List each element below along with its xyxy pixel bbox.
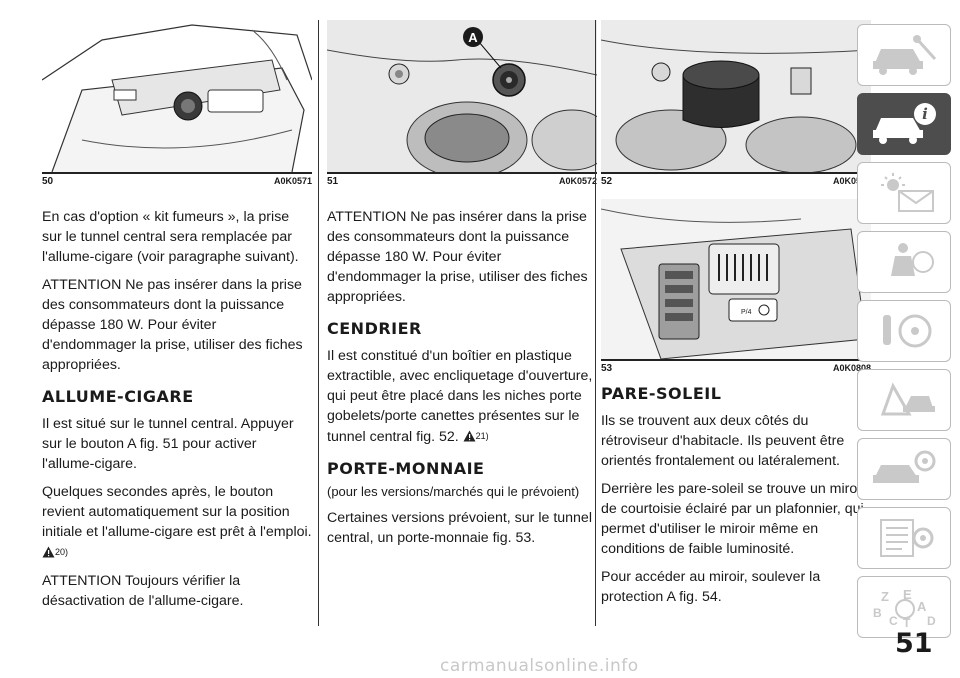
figure-caption: 52 A0K0573: [601, 174, 871, 187]
warning-lights-icon: [881, 173, 934, 212]
chapter-tab-safety[interactable]: [857, 231, 951, 293]
svg-text:A: A: [917, 599, 927, 614]
figure-caption: 50 A0K0571: [42, 174, 312, 187]
emergency-icon: [880, 382, 935, 416]
paragraph: En cas d'option « kit fumeurs », la pris…: [42, 209, 299, 265]
chapter-tab-car-tools[interactable]: [857, 24, 951, 86]
section-heading: ALLUME-CIGARE: [42, 387, 194, 406]
car-info-icon: i: [873, 103, 936, 144]
figure-caption: 53 A0K0808: [601, 361, 871, 374]
watermark: carmanualsonline.info: [440, 656, 639, 676]
coin-holder-illustration: P/4: [601, 199, 871, 359]
figure-code: A0K0573: [832, 176, 871, 186]
figure-50: [42, 20, 312, 174]
specs-icon: [880, 519, 934, 557]
chapter-tab-maintenance[interactable]: [857, 438, 951, 500]
page-number: 51: [895, 628, 933, 659]
svg-text:C: C: [889, 614, 898, 628]
svg-text:T: T: [903, 616, 911, 629]
ashtray-illustration: [601, 20, 871, 172]
paragraph: Il est constitué d'un boîtier en plastiq…: [327, 346, 597, 447]
figure-number: 52: [601, 176, 613, 187]
maintenance-icon: [873, 450, 936, 483]
chapter-tab-warning-lights[interactable]: [857, 162, 951, 224]
column-divider: [318, 20, 319, 626]
paragraph-text: Il est constitué d'un boîtier en plastiq…: [327, 348, 593, 445]
paragraph: Il est situé sur le tunnel central. Appu…: [42, 416, 294, 472]
figure-number: 50: [42, 176, 54, 187]
warning-paragraph: ATTENTION Ne pas insérer dans la prise d…: [42, 277, 303, 373]
cigarette-lighter-illustration: A: [327, 20, 597, 172]
section-heading: PORTE-MONNAIE: [327, 459, 485, 478]
chapter-tab-car-info[interactable]: i: [857, 93, 951, 155]
car-tools-icon: [873, 35, 937, 75]
chapter-tab-emergency[interactable]: [857, 369, 951, 431]
switch-label: P/4: [741, 309, 752, 316]
figure-number: 51: [327, 176, 339, 187]
paragraph: Ils se trouvent aux deux côtés du rétrov…: [601, 413, 845, 469]
paragraph: Quelques secondes après, le bouton revie…: [42, 482, 312, 563]
figure-code: A0K0572: [558, 176, 597, 186]
section-heading: CENDRIER: [327, 319, 422, 338]
paragraph-text: Quelques secondes après, le bouton revie…: [42, 484, 312, 540]
warning-paragraph: ATTENTION Toujours vérifier la désactiva…: [42, 573, 244, 609]
warning-triangle-icon: [463, 430, 476, 442]
chapter-tab-specs[interactable]: [857, 507, 951, 569]
figure-code: A0K0571: [273, 176, 312, 186]
index-icon: Z E A B C T D: [873, 587, 936, 629]
svg-text:B: B: [873, 606, 882, 620]
airbag-safety-icon: [891, 243, 934, 276]
warning-triangle-icon: [42, 546, 55, 558]
warning-paragraph: ATTENTION Ne pas insérer dans la prise d…: [327, 209, 588, 305]
column-divider: [595, 20, 596, 626]
figure-number: 53: [601, 363, 613, 374]
key-steering-icon: [883, 314, 932, 348]
chapter-sidebar: i: [857, 24, 953, 645]
figure-52: [601, 20, 871, 174]
chapter-tab-driving[interactable]: [857, 300, 951, 362]
column-1: 50 A0K0571 En cas d'option « kit fumeurs…: [42, 20, 312, 619]
svg-text:E: E: [903, 587, 912, 602]
note-reference[interactable]: 21): [475, 431, 489, 441]
paragraph: Pour accéder au miroir, soulever la prot…: [601, 569, 821, 605]
figure-53: P/4: [601, 199, 871, 361]
svg-text:D: D: [927, 614, 936, 628]
svg-text:i: i: [922, 105, 928, 123]
column-2: A 51 A0K0572 ATTENTION Ne pas insérer da…: [327, 20, 597, 556]
note-reference[interactable]: 20): [55, 547, 69, 557]
paragraph: Derrière les pare-soleil se trouve un mi…: [601, 481, 866, 557]
column-3: 52 A0K0573 P/4 53 A0K0808 PA: [601, 20, 871, 615]
door-panel-illustration: [42, 24, 312, 172]
figure-code: A0K0808: [832, 363, 871, 373]
section-heading: PARE-SOLEIL: [601, 384, 722, 403]
figure-51: A: [327, 20, 597, 174]
paragraph: Certaines versions prévoient, sur le tun…: [327, 510, 592, 546]
callout-a: A: [468, 30, 478, 45]
figure-caption: 51 A0K0572: [327, 174, 597, 187]
section-subheading: (pour les versions/marchés qui le prévoi…: [327, 484, 580, 499]
svg-text:Z: Z: [881, 589, 889, 604]
chapter-tab-index[interactable]: Z E A B C T D: [857, 576, 951, 638]
